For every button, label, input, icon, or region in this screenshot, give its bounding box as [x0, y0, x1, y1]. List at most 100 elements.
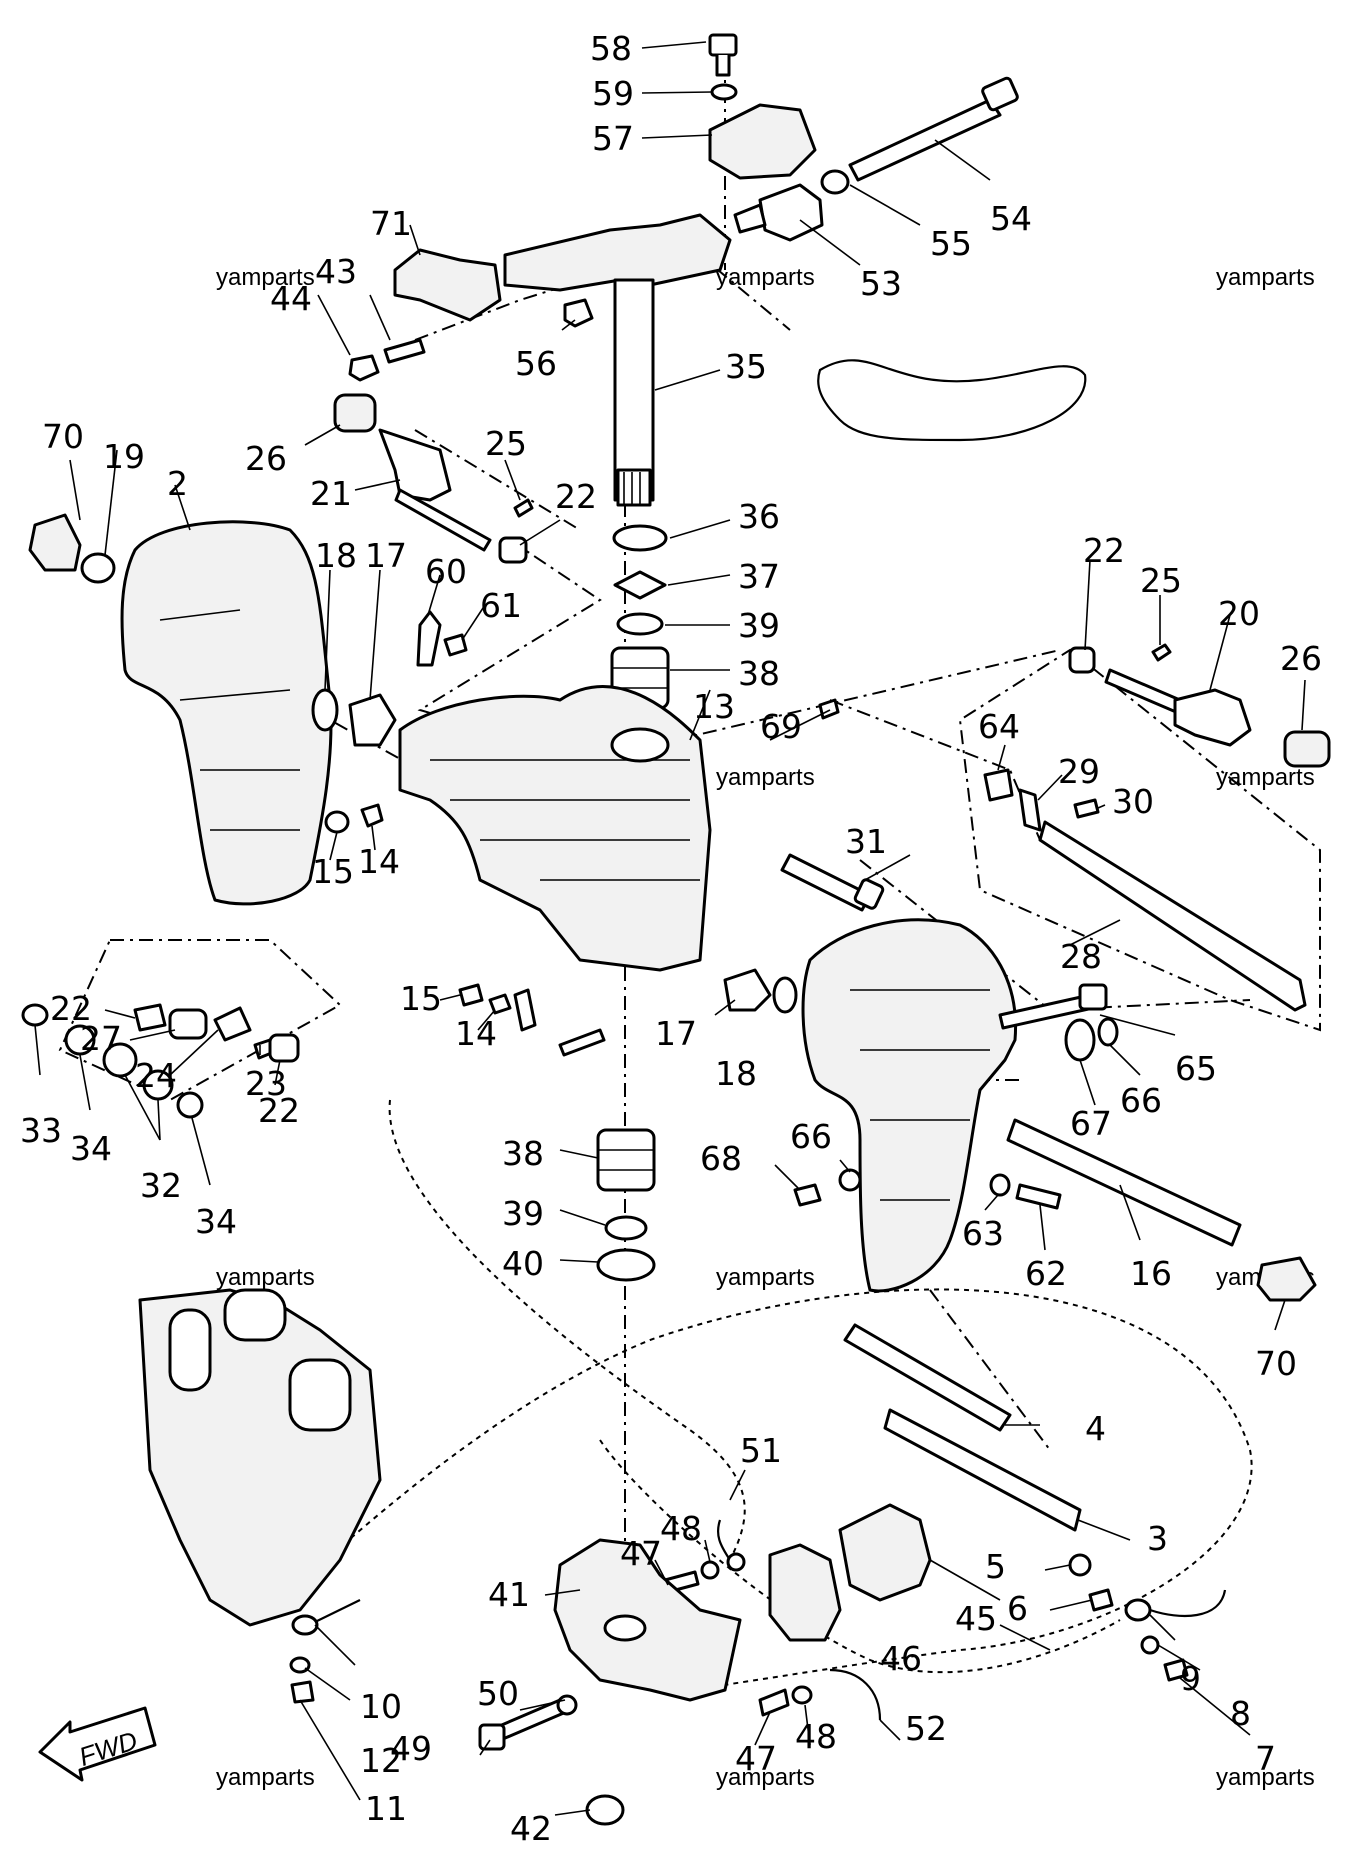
- watermark-text: yamparts: [216, 264, 315, 291]
- bracket-41-bore-icon: [603, 1614, 647, 1642]
- label-58: 58: [590, 29, 632, 68]
- watermark-text: yamparts: [716, 764, 815, 791]
- bushing-22a-icon: [498, 536, 528, 564]
- bushing-64-icon: [983, 768, 1014, 802]
- label-4: 4: [1085, 1409, 1106, 1448]
- oring-39b-icon: [604, 1215, 648, 1241]
- label-29: 29: [1058, 752, 1100, 791]
- label-48: 48: [795, 1717, 837, 1756]
- washer-18a-icon: [311, 688, 339, 732]
- label-70: 70: [1255, 1344, 1297, 1383]
- collar-27-icon: [168, 1008, 208, 1040]
- cap-34a-icon: [64, 1024, 96, 1056]
- label-8: 8: [1230, 1694, 1251, 1733]
- label-14: 14: [358, 842, 400, 881]
- bushing-22d-icon: [268, 1033, 300, 1063]
- bushing-17a-icon: [348, 693, 397, 747]
- trim-rod-21-shaft-icon: [394, 488, 492, 552]
- washer-36-icon: [612, 524, 668, 552]
- steering-arm-icon: [503, 213, 732, 292]
- label-66: 66: [790, 1117, 832, 1156]
- lead-51-icon: [716, 1519, 731, 1561]
- label-25: 25: [485, 424, 527, 463]
- clip-33-icon: [21, 1003, 49, 1027]
- cowling-fragment-icon: [817, 359, 1087, 442]
- spring-24-icon: [213, 1006, 252, 1042]
- nut-55-icon: [820, 169, 850, 195]
- tilt-rod-28-icon: [1038, 820, 1307, 1012]
- washer-63-icon: [989, 1173, 1011, 1197]
- label-36: 36: [738, 497, 780, 536]
- label-69: 69: [760, 707, 802, 746]
- watermark-text: yamparts: [716, 1764, 815, 1791]
- label-22: 22: [50, 989, 92, 1028]
- label-5: 5: [985, 1547, 1006, 1586]
- label-26: 26: [245, 439, 287, 478]
- label-18: 18: [715, 1054, 757, 1093]
- washer-59-icon: [710, 83, 738, 101]
- bushing-53-icon: [733, 183, 824, 242]
- lead-52-icon: [829, 1668, 882, 1721]
- label-2: 2: [167, 464, 188, 503]
- washer-19-icon: [80, 552, 116, 584]
- label-70: 70: [42, 417, 84, 456]
- label-37: 37: [738, 557, 780, 596]
- trim-motor-icon: [168, 1308, 212, 1392]
- label-64: 64: [978, 707, 1020, 746]
- leader-lines: [34, 41, 1306, 1816]
- label-55: 55: [930, 224, 972, 263]
- label-67: 67: [1070, 1104, 1112, 1143]
- bracket-41-icon: [553, 1538, 742, 1702]
- watermark-text: yamparts: [216, 1764, 315, 1791]
- label-30: 30: [1112, 782, 1154, 821]
- label-17: 17: [365, 536, 407, 575]
- label-56: 56: [515, 344, 557, 383]
- label-63: 63: [962, 1214, 1004, 1253]
- label-54: 54: [990, 199, 1032, 238]
- clamp-42-icon: [585, 1794, 625, 1826]
- bushing-15b-icon: [458, 983, 484, 1007]
- label-43: 43: [315, 252, 357, 291]
- trim-rod-20-shaft-icon: [1104, 668, 1182, 714]
- screw-11-icon: [290, 1680, 315, 1704]
- label-18: 18: [315, 536, 357, 575]
- bolt-54-icon: [848, 76, 1019, 182]
- trim-rod-20-icon: [1173, 688, 1252, 747]
- lead-10-terminal-icon: [291, 1614, 319, 1636]
- label-14: 14: [455, 1014, 497, 1053]
- nut-68-icon: [793, 1183, 822, 1207]
- label-21: 21: [310, 474, 352, 513]
- washer-8-icon: [1140, 1635, 1160, 1655]
- label-41: 41: [488, 1575, 530, 1614]
- cap-26b-icon: [1283, 730, 1331, 768]
- label-60: 60: [425, 552, 467, 591]
- trim-rod-21-icon: [378, 428, 452, 502]
- bolt-62-icon: [1015, 1183, 1062, 1210]
- trim-cylinder-icon: [288, 1358, 352, 1432]
- clamp-bracket-2-icon: [120, 520, 333, 906]
- label-16: 16: [1130, 1254, 1172, 1293]
- bushing-38b-icon: [596, 1128, 656, 1192]
- watermark-text: yamparts: [716, 1264, 815, 1291]
- washer-29-icon: [1018, 788, 1042, 832]
- label-35: 35: [725, 347, 767, 386]
- washer-5-icon: [1068, 1553, 1092, 1577]
- label-39: 39: [738, 606, 780, 645]
- label-22: 22: [555, 477, 597, 516]
- pin-25b-icon: [1151, 643, 1172, 662]
- clip-60-icon: [416, 610, 442, 667]
- label-26: 26: [1280, 639, 1322, 678]
- pin-25a-icon: [513, 498, 534, 518]
- part-number-labels: 58 59 57 54 55 53 71 43 44 56 35 70 19 2…: [20, 29, 1322, 1848]
- bushing-17b-icon: [723, 968, 772, 1012]
- label-34: 34: [70, 1129, 112, 1168]
- bolt-58-icon: [708, 33, 738, 77]
- label-44: 44: [270, 279, 312, 318]
- plate-4-icon: [843, 1323, 1012, 1432]
- washer-67-icon: [1064, 1018, 1096, 1062]
- tilt-tube-16-icon: [1006, 1118, 1242, 1247]
- label-12: 12: [360, 1741, 402, 1780]
- label-3: 3: [1147, 1519, 1168, 1558]
- oring-39a-icon: [616, 612, 664, 636]
